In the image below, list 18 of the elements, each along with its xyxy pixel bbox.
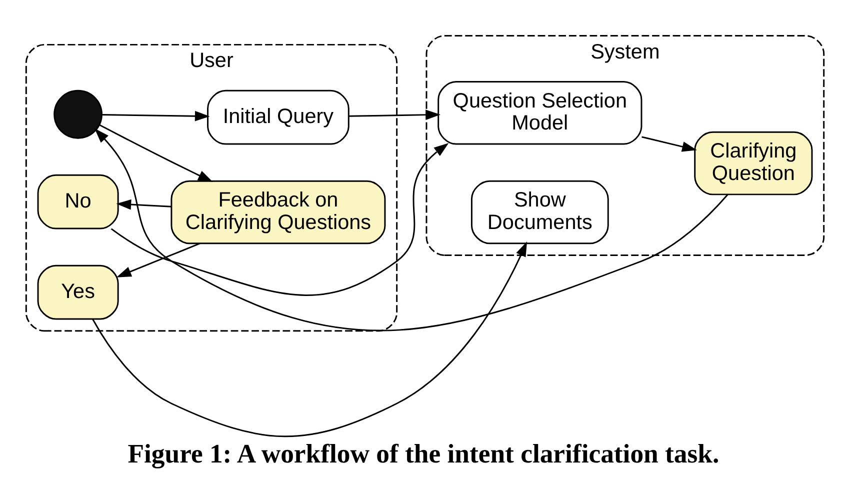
arrow <box>102 110 210 122</box>
node-box: Feedback on Clarifying Questions <box>170 180 386 244</box>
caption: Figure 1: A workflow of the intent clarification task. <box>128 438 720 468</box>
arrow <box>349 110 440 120</box>
arrow <box>642 136 697 152</box>
node-box: Initial Query <box>207 90 350 145</box>
node-box: Clarifying Question <box>694 131 813 196</box>
arrow <box>100 124 213 182</box>
node-box: No <box>37 174 119 230</box>
arrow <box>92 242 528 438</box>
arrow <box>116 242 200 278</box>
node-box: Yes <box>37 264 119 320</box>
arrow <box>110 142 449 296</box>
node-box: Show Documents <box>470 180 609 244</box>
arrow <box>116 199 172 210</box>
arrow <box>94 128 728 331</box>
node-person <box>54 90 103 139</box>
node-box: Question Selection Model <box>438 81 642 145</box>
